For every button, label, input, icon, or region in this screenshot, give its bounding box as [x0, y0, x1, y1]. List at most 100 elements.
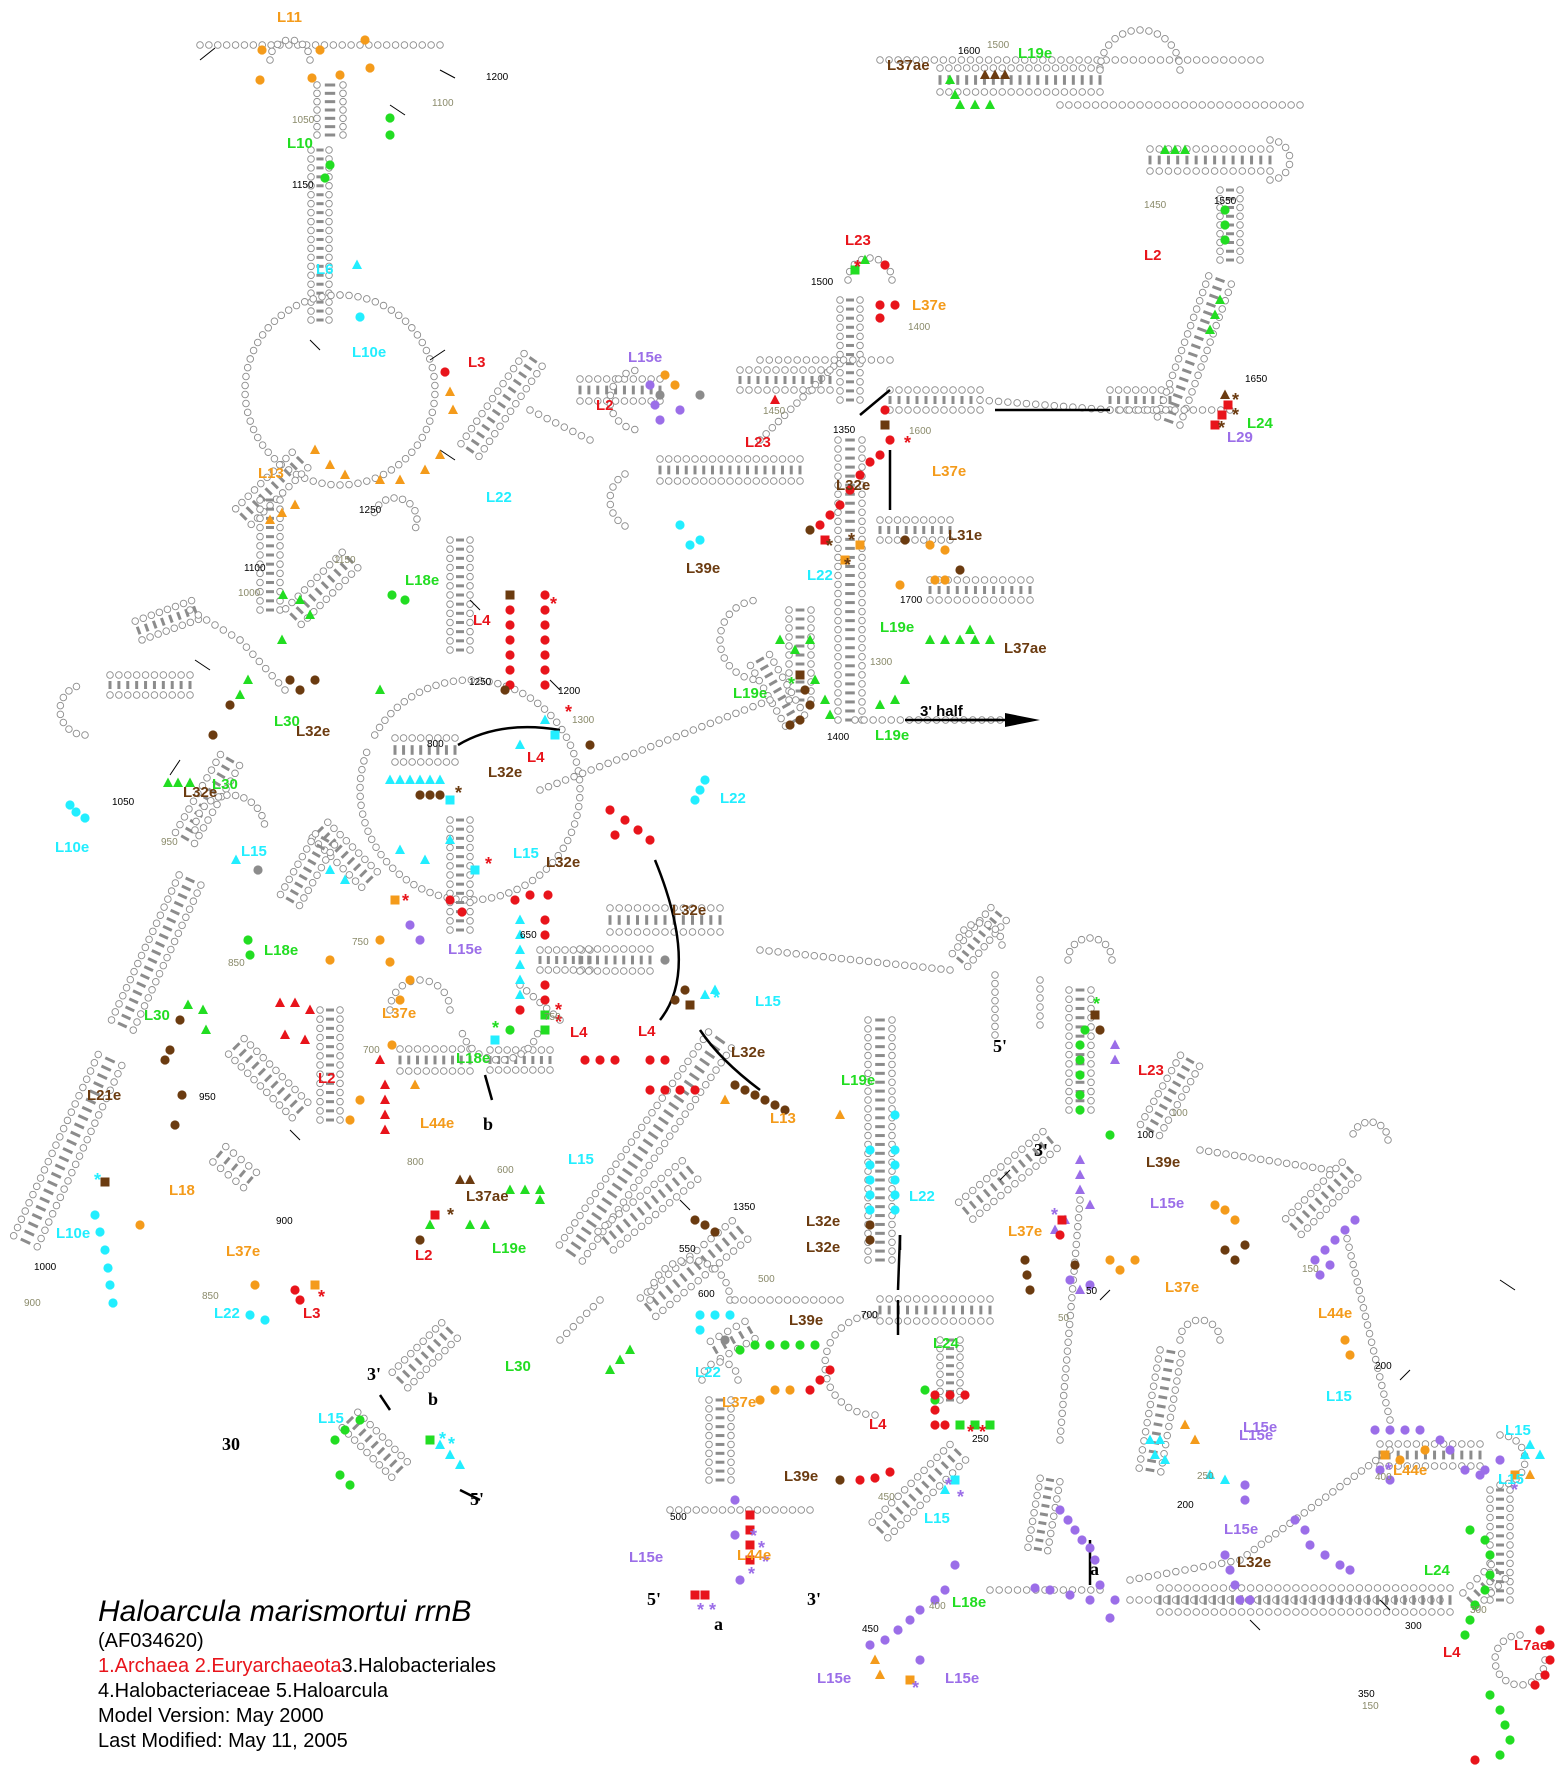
nucleotide	[1165, 56, 1174, 64]
base-pair	[151, 949, 162, 956]
nucleotide	[1373, 1608, 1382, 1616]
base-pair	[636, 1206, 646, 1216]
nucleotide	[967, 1295, 976, 1303]
base-pair	[264, 1074, 273, 1083]
base-pair	[1295, 1216, 1304, 1225]
nucleotide	[324, 818, 332, 826]
nucleotide	[1343, 1477, 1351, 1486]
nucleotide	[529, 1066, 537, 1074]
nucleotide	[556, 1016, 564, 1024]
protein-contact-triangle-orange	[1525, 1469, 1535, 1479]
nucleotide	[705, 1458, 713, 1466]
protein-label-l15e: L15e	[448, 941, 482, 958]
nucleotide	[834, 707, 842, 715]
protein-contact-dot-red	[540, 590, 550, 600]
nucleotide	[983, 1203, 991, 1212]
nucleotide	[250, 1075, 258, 1084]
strand-marker: 3'	[807, 1589, 821, 1609]
base-pair	[523, 363, 533, 372]
protein-contact-dot-red	[505, 605, 515, 615]
nucleotide	[1087, 1041, 1095, 1050]
nucleotide	[1087, 1106, 1095, 1114]
nucleotide	[770, 658, 778, 666]
protein-contact-dot-red	[945, 1390, 955, 1400]
nucleotide	[336, 481, 344, 489]
nucleotide	[316, 1079, 324, 1088]
nucleotide	[561, 966, 569, 974]
base-pair	[601, 1236, 610, 1246]
nucleotide	[658, 1094, 667, 1102]
nucleotide	[679, 1187, 688, 1195]
nucleotide	[185, 805, 193, 813]
nucleotide	[673, 1294, 681, 1303]
nucleotide	[1060, 64, 1069, 72]
base-pair	[35, 1204, 47, 1212]
base-pair	[58, 1155, 70, 1163]
nucleotide	[524, 1044, 532, 1053]
protein-contact-triangle-green	[201, 1024, 211, 1034]
nucleotide	[802, 356, 811, 364]
nucleotide	[364, 827, 372, 835]
nucleotide	[762, 430, 770, 438]
nucleotide	[98, 1102, 107, 1111]
protein-contact-dot-purple	[1225, 1565, 1235, 1575]
nucleotide	[1144, 1596, 1152, 1604]
base-pair	[1158, 1395, 1168, 1400]
position-number: 50	[1086, 1286, 1098, 1297]
nucleotide	[725, 1360, 733, 1369]
nucleotide	[922, 406, 930, 414]
base-pair	[1205, 301, 1216, 308]
protein-contact-triangle-cyan	[515, 944, 525, 954]
nucleotide	[903, 1317, 912, 1325]
nucleotide	[624, 928, 633, 936]
nucleotide	[991, 971, 999, 979]
nucleotide	[256, 597, 264, 605]
base-pair	[445, 1326, 454, 1335]
nucleotide	[238, 498, 246, 507]
base-pair	[1345, 1165, 1355, 1175]
nucleotide	[1069, 64, 1078, 72]
protein-contact-triangle-cyan	[700, 989, 710, 999]
nucleotide	[1036, 1021, 1044, 1029]
base-pair	[699, 1057, 711, 1067]
nucleotide	[1056, 101, 1064, 109]
nucleotide	[411, 506, 419, 515]
nucleotide	[336, 830, 344, 839]
nucleotide	[834, 580, 842, 589]
nucleotide	[170, 937, 179, 946]
nucleotide	[981, 910, 990, 918]
nucleotide	[1224, 288, 1233, 297]
nucleotide	[71, 1100, 79, 1108]
protein-contact-dot-green	[1485, 1550, 1495, 1560]
nucleotide	[333, 858, 341, 867]
nucleotide	[958, 1295, 967, 1303]
nucleotide	[237, 1063, 246, 1071]
nucleotide	[1007, 64, 1015, 72]
nucleotide	[361, 819, 369, 827]
protein-label-l15e: L15e	[1243, 1419, 1277, 1436]
protein-contact-dot-purple	[1385, 1425, 1395, 1435]
position-number: 1100	[432, 98, 454, 109]
nucleotide	[1177, 346, 1186, 355]
base-pair	[1033, 1546, 1043, 1552]
nucleotide	[1036, 976, 1044, 984]
nucleotide	[1118, 101, 1126, 109]
nucleotide	[240, 794, 248, 802]
nucleotide	[1365, 1329, 1374, 1338]
protein-label-l4: L4	[473, 612, 491, 629]
nucleotide	[888, 1060, 896, 1069]
base-pair	[1159, 1385, 1170, 1391]
nucleotide	[763, 366, 771, 374]
base-pair	[276, 1086, 286, 1096]
nucleotide	[727, 1044, 736, 1052]
nucleotide	[886, 267, 895, 276]
protein-contact-dot-orange	[360, 35, 370, 45]
nucleotide	[1353, 1278, 1362, 1286]
nucleotide	[1125, 406, 1133, 414]
nucleotide	[885, 1295, 893, 1303]
base-pair	[289, 612, 298, 621]
nucleotide	[1151, 1373, 1159, 1381]
nucleotide	[946, 516, 954, 524]
base-pair	[1161, 1376, 1171, 1382]
nucleotide	[980, 88, 989, 96]
